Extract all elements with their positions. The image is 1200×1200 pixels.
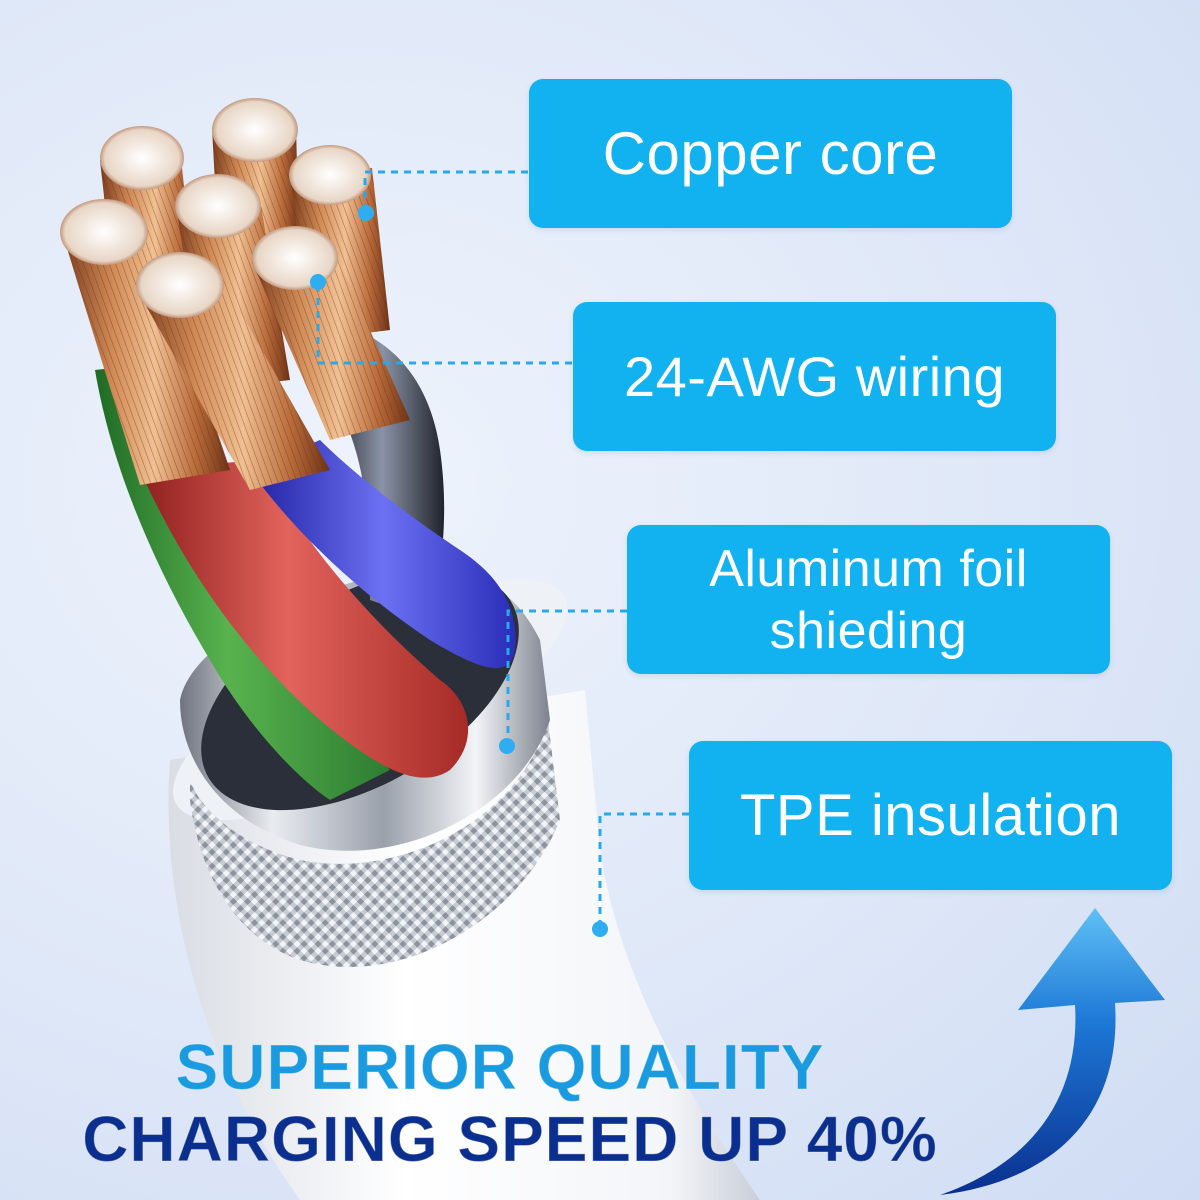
speed-arrow-icon — [940, 908, 1165, 1195]
leader-dot-awg — [310, 274, 326, 290]
leader-dot-foil — [499, 738, 515, 754]
leader-dots — [310, 205, 608, 937]
leader-dot-tpe — [592, 921, 608, 937]
headline-superior-quality: SUPERIOR QUALITY — [175, 1031, 825, 1104]
wire-red — [140, 460, 469, 778]
headline-charging-speed: CHARGING SPEED UP 40% — [82, 1103, 938, 1176]
label-foil-line2: shieding — [769, 601, 968, 660]
label-awg-wiring-text: 24-AWG wiring — [624, 345, 1005, 408]
label-foil-line1: Aluminum foil — [709, 539, 1028, 598]
label-tpe-insulation: TPE insulation — [689, 741, 1172, 890]
label-tpe-insulation-text: TPE insulation — [740, 783, 1121, 848]
copper-core — [60, 98, 410, 490]
wire-blue — [250, 440, 516, 669]
leader-dot-copper — [358, 205, 374, 221]
label-copper-core: Copper core — [529, 79, 1012, 228]
label-copper-core-text: Copper core — [602, 120, 939, 187]
label-awg-wiring: 24-AWG wiring — [573, 302, 1056, 451]
leader-lines — [316, 170, 689, 928]
label-aluminum-foil: Aluminum foil shieding — [627, 525, 1110, 674]
